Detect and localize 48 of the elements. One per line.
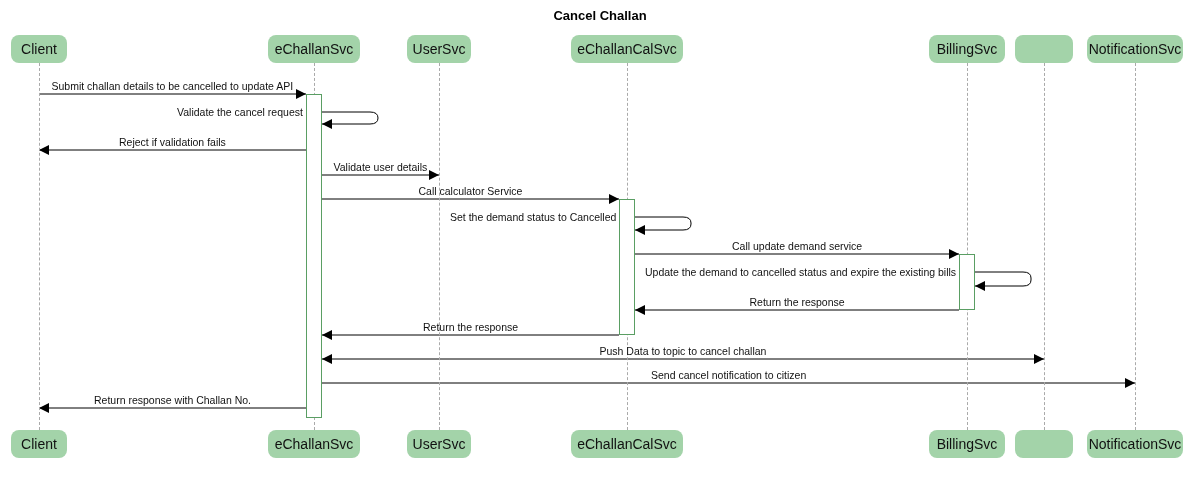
message-label: Call update demand service: [732, 240, 863, 253]
participant-box: [1015, 35, 1073, 63]
message-arrow: [321, 170, 440, 180]
message-arrow: [321, 378, 1136, 388]
message-label: Call calculator Service: [418, 185, 523, 198]
activation-bar: [306, 94, 322, 418]
participant-box: UserSvc: [407, 35, 471, 63]
participant-box: NotificationSvc: [1087, 430, 1183, 458]
message-arrow: [321, 330, 620, 340]
message-label: Reject if validation fails: [119, 136, 226, 149]
self-message-arrow: [321, 111, 379, 129]
message-arrow: [38, 145, 307, 155]
message-label: Set the demand status to Cancelled: [450, 211, 617, 224]
message-arrow: [321, 194, 620, 204]
message-label: Return the response: [423, 321, 519, 334]
participant-box: [1015, 430, 1073, 458]
message-label: Update the demand to cancelled status and expire the existing bills: [645, 266, 957, 279]
message-label: Validate the cancel request: [177, 106, 303, 119]
participant-box: eChallanSvc: [268, 35, 360, 63]
message-label: Send cancel notification to citizen: [651, 369, 807, 382]
message-label: Validate user details: [333, 161, 428, 174]
participant-box: Client: [11, 430, 67, 458]
message-label: Push Data to topic to cancel challan: [599, 345, 767, 358]
self-message-arrow: [634, 216, 692, 235]
message-arrow: [634, 305, 960, 315]
message-arrow: [38, 403, 307, 413]
lifeline: [39, 63, 41, 430]
lifeline: [1044, 63, 1046, 430]
self-message-arrow: [974, 271, 1032, 291]
activation-bar: [959, 254, 975, 310]
lifeline: [439, 63, 441, 430]
participant-box: eChallanCalSvc: [571, 430, 683, 458]
participant-box: eChallanSvc: [268, 430, 360, 458]
participant-box: NotificationSvc: [1087, 35, 1183, 63]
participant-box: BillingSvc: [929, 35, 1005, 63]
participant-box: eChallanCalSvc: [571, 35, 683, 63]
message-label: Submit challan details to be cancelled to update API: [51, 80, 294, 93]
participant-box: Client: [11, 35, 67, 63]
message-label: Return response with Challan No.: [94, 394, 251, 407]
participant-box: BillingSvc: [929, 430, 1005, 458]
message-arrow: [634, 249, 960, 259]
message-arrow: [38, 89, 307, 99]
message-label: Return the response: [749, 296, 845, 309]
message-arrow: [321, 354, 1045, 364]
diagram-title: Cancel Challan: [552, 8, 648, 23]
participant-box: UserSvc: [407, 430, 471, 458]
activation-bar: [619, 199, 635, 335]
lifeline: [1135, 63, 1137, 430]
